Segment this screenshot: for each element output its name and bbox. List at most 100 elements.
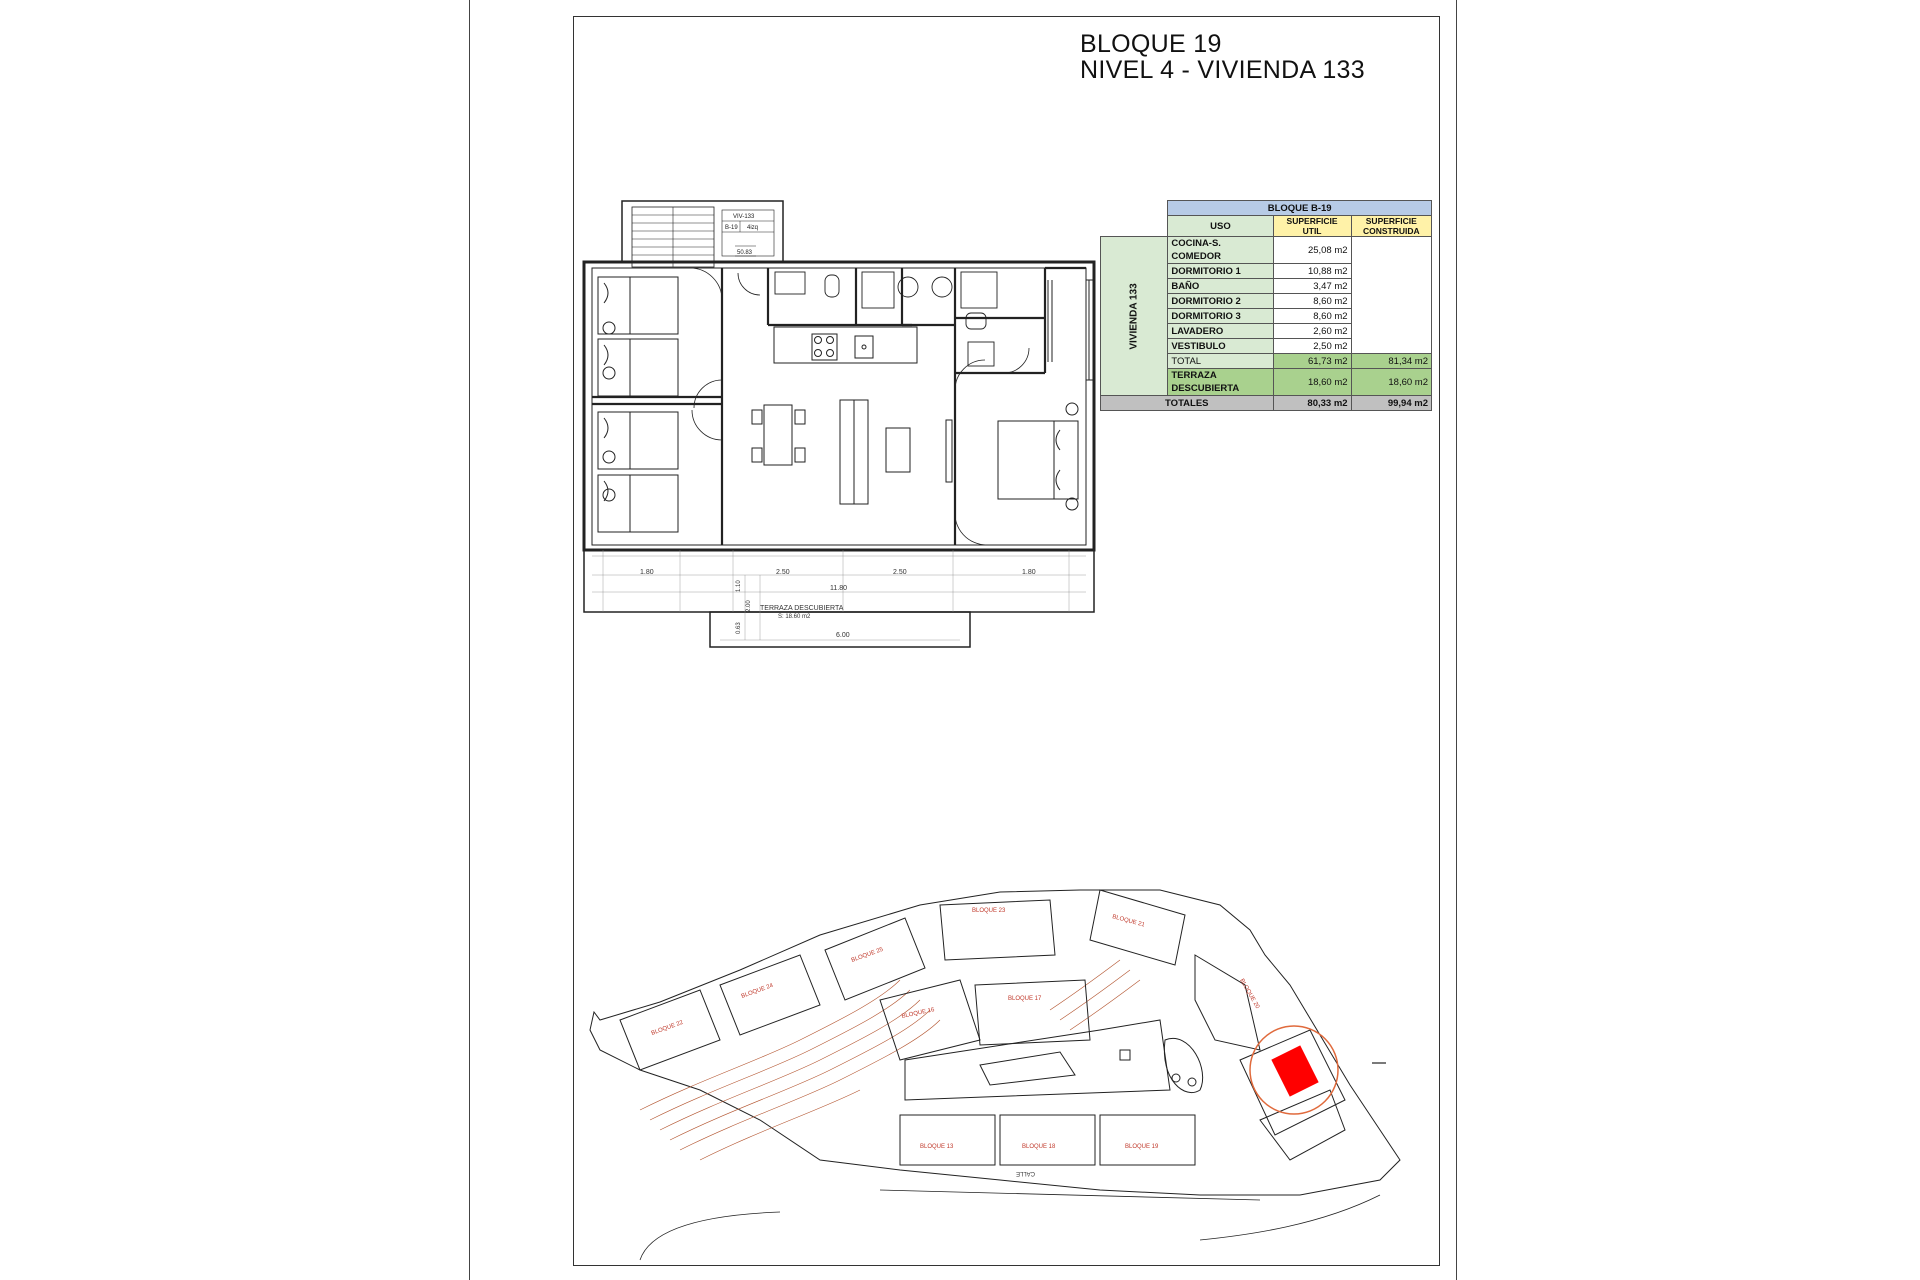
site-label-b13: BLOQUE 13 bbox=[920, 1144, 954, 1150]
kitchen-counter bbox=[773, 326, 918, 364]
site-block-13: BLOQUE 13 bbox=[899, 1114, 996, 1166]
stair-box-side: 4izq bbox=[747, 225, 758, 231]
door-swings bbox=[689, 267, 1030, 546]
terraza-uso: TERRAZA DESCUBIERTA bbox=[1167, 368, 1274, 396]
title-block: BLOQUE 19 bbox=[1080, 30, 1222, 58]
row-util: 2,50 m2 bbox=[1272, 338, 1352, 354]
row-uso: BAÑO bbox=[1167, 278, 1274, 294]
table-row: VIVIENDA 133 COCINA-S. COMEDOR 25,08 m2 bbox=[1099, 236, 1433, 396]
total-construida: 81,34 m2 bbox=[1350, 353, 1433, 369]
dimension-lower: 6.00 bbox=[836, 632, 850, 639]
dimension-small-3: 0.63 bbox=[736, 622, 742, 634]
area-table: BLOQUE B-19 USO SUPERFICIE UTIL SUPERFIC… bbox=[1099, 200, 1433, 411]
table-header-row: USO SUPERFICIE UTIL SUPERFICIE CONSTRUID… bbox=[1101, 215, 1433, 237]
total-util: 61,73 m2 bbox=[1272, 353, 1352, 369]
site-block-17: BLOQUE 17 bbox=[974, 979, 1091, 1046]
title-level-unit: NIVEL 4 - VIVIENDA 133 bbox=[1080, 56, 1365, 84]
drawing-frame bbox=[573, 16, 1440, 1266]
stair-box-area: 50.83 bbox=[737, 250, 753, 256]
plot-boundary bbox=[589, 889, 1401, 1196]
master-bed bbox=[997, 402, 1079, 511]
drawing-sheet bbox=[469, 0, 1457, 1280]
terrace-area: S: 18.60 m2 bbox=[778, 614, 811, 620]
table-row: VESTIBULO 2,50 m2 bbox=[1101, 338, 1432, 354]
table-block-header: BLOQUE B-19 bbox=[1167, 200, 1432, 216]
col-construida: SUPERFICIE CONSTRUIDA bbox=[1350, 215, 1433, 237]
total-uso: TOTAL bbox=[1167, 353, 1274, 369]
street: CALLE bbox=[639, 1170, 1381, 1261]
dimension-small-1: 1.10 bbox=[736, 580, 742, 592]
table-row: DORMITORIO 1 10,88 m2 bbox=[1101, 263, 1432, 279]
interior-walls bbox=[592, 266, 1086, 545]
living-dining-furniture bbox=[751, 399, 953, 505]
site-label-b22: BLOQUE 22 bbox=[651, 1020, 685, 1037]
unit-side-label: VIVIENDA 133 bbox=[1099, 236, 1169, 396]
dimension-2: 2.50 bbox=[776, 569, 790, 576]
row-util: 8,60 m2 bbox=[1272, 293, 1352, 309]
site-block-25: BLOQUE 25 bbox=[824, 917, 926, 1001]
table-row: LAVADERO 2,60 m2 bbox=[1101, 323, 1432, 339]
col-util: SUPERFICIE UTIL bbox=[1272, 215, 1352, 237]
site-block-16: BLOQUE 16 bbox=[879, 979, 981, 1061]
totales-uso: TOTALES bbox=[1100, 395, 1274, 411]
stair-block: VIV-133 B-19 4izq 50.83 bbox=[621, 200, 784, 268]
row-util: 3,47 m2 bbox=[1272, 278, 1352, 294]
site-label-b18: BLOQUE 18 bbox=[1022, 1144, 1056, 1150]
unit-highlight bbox=[1271, 1045, 1319, 1097]
street-label: CALLE bbox=[1016, 1170, 1035, 1176]
terrace: 1.80 2.50 2.50 1.80 11.80 1.10 2.00 0.63… bbox=[583, 549, 1095, 648]
garden-feature bbox=[1163, 1037, 1204, 1093]
stair-box-block: B-19 bbox=[725, 225, 738, 231]
table-header-block-row: BLOQUE B-19 bbox=[1101, 200, 1432, 216]
terraza-util: 18,60 m2 bbox=[1272, 368, 1352, 396]
site-label-b23: BLOQUE 23 bbox=[972, 908, 1006, 914]
totales-construida: 99,94 m2 bbox=[1350, 395, 1433, 411]
dimension-4: 1.80 bbox=[1022, 569, 1036, 576]
col-uso: USO bbox=[1167, 215, 1274, 237]
dimension-total: 11.80 bbox=[830, 585, 847, 592]
dimension-1: 1.80 bbox=[640, 569, 654, 576]
dimension-small-2: 2.00 bbox=[746, 600, 752, 612]
site-label-b16: BLOQUE 16 bbox=[901, 1007, 936, 1020]
row-uso: DORMITORIO 2 bbox=[1167, 293, 1274, 309]
dimension-3: 2.50 bbox=[893, 569, 907, 576]
exterior-walls bbox=[582, 260, 1096, 552]
windows bbox=[1047, 279, 1094, 381]
totales-util: 80,33 m2 bbox=[1272, 395, 1352, 411]
site-label-b24: BLOQUE 24 bbox=[741, 983, 775, 1000]
floor-plan: VIV-133 B-19 4izq 50.83 bbox=[582, 200, 1096, 648]
site-block-24: BLOQUE 24 bbox=[719, 954, 821, 1036]
site-label-b25: BLOQUE 25 bbox=[851, 947, 885, 964]
table-terraza-row: TERRAZA DESCUBIERTA 18,60 m2 18,60 m2 bbox=[1101, 368, 1433, 396]
row-uso: COCINA-S. COMEDOR bbox=[1167, 236, 1274, 264]
row-uso: DORMITORIO 1 bbox=[1167, 263, 1274, 279]
terrace-label: TERRAZA DESCUBIERTA bbox=[760, 605, 844, 612]
row-util: 8,60 m2 bbox=[1272, 308, 1352, 324]
site-label-b17: BLOQUE 17 bbox=[1008, 996, 1042, 1002]
row-util: 2,60 m2 bbox=[1272, 323, 1352, 339]
site-block-19: BLOQUE 19 bbox=[1099, 1114, 1196, 1166]
site-label-b19: BLOQUE 19 bbox=[1125, 1144, 1159, 1150]
bathroom-fixtures bbox=[774, 271, 998, 367]
pool-area bbox=[904, 1019, 1171, 1101]
site-block-18: BLOQUE 18 bbox=[999, 1114, 1096, 1166]
site-block-right bbox=[1239, 1029, 1346, 1161]
site-plan: BLOQUE 22 BLOQUE 24 BLOQUE 25 BLOQUE 23 … bbox=[589, 889, 1401, 1261]
bedroom-beds bbox=[597, 276, 679, 533]
stair-box-unit: VIV-133 bbox=[733, 214, 755, 220]
site-block-22: BLOQUE 22 bbox=[619, 989, 721, 1071]
site-block-20: BLOQUE 20 bbox=[1194, 954, 1261, 1051]
unit-marker-circle bbox=[1249, 1025, 1339, 1115]
terrain-contours bbox=[639, 959, 1141, 1161]
site-label-b21: BLOQUE 21 bbox=[1111, 914, 1145, 929]
row-uso: LAVADERO bbox=[1167, 323, 1274, 339]
site-block-23: BLOQUE 23 bbox=[939, 899, 1056, 961]
row-util: 25,08 m2 bbox=[1272, 236, 1352, 264]
row-uso: DORMITORIO 3 bbox=[1167, 308, 1274, 324]
row-uso: VESTIBULO bbox=[1167, 338, 1274, 354]
row-util: 10,88 m2 bbox=[1272, 263, 1352, 279]
table-row: DORMITORIO 3 8,60 m2 bbox=[1101, 308, 1432, 324]
terraza-construida: 18,60 m2 bbox=[1350, 368, 1433, 396]
table-totales-row: TOTALES 80,33 m2 99,94 m2 bbox=[1100, 395, 1433, 411]
